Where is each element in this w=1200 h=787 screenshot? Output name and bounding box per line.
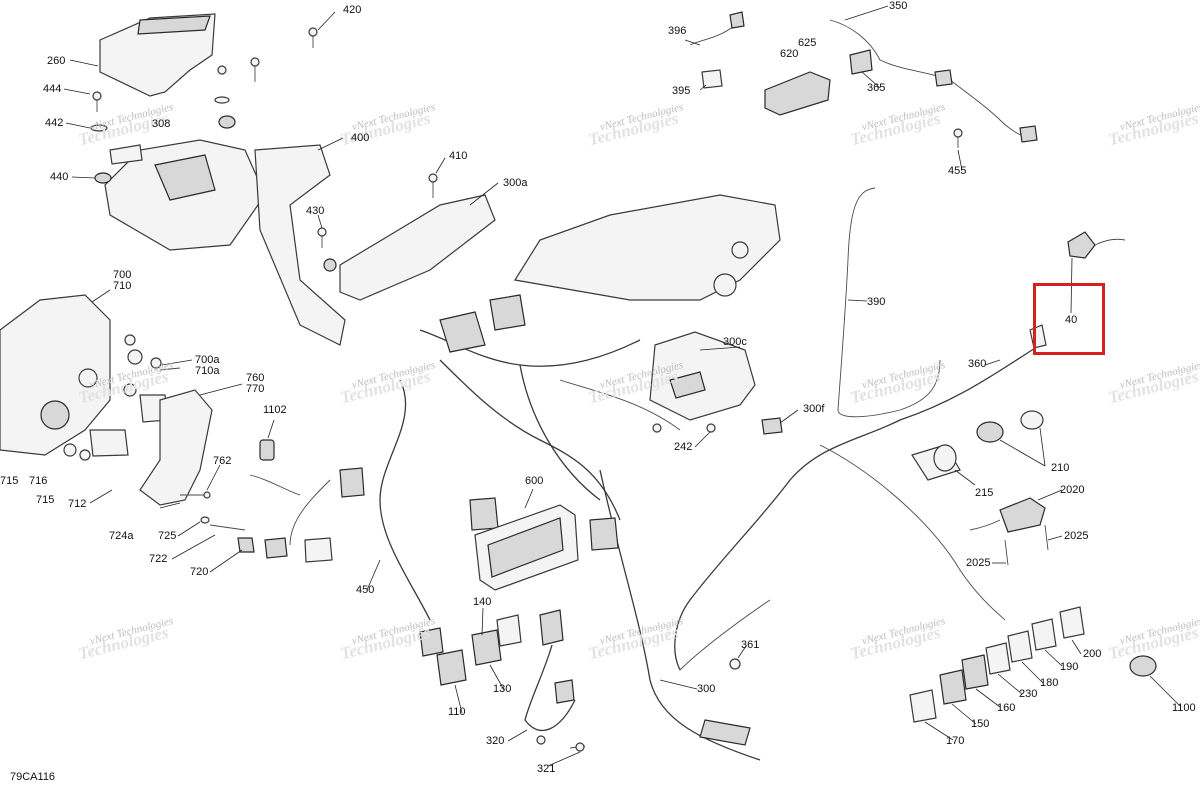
callout-365[interactable]: 365: [867, 82, 886, 94]
callout-400[interactable]: 400: [351, 132, 370, 144]
switch-2020-part: [969, 497, 1049, 566]
callout-300c[interactable]: 300c: [723, 336, 747, 348]
figure-code: 79CA116: [10, 771, 56, 783]
callout-725[interactable]: 725: [158, 530, 177, 542]
cover-300a-part: [339, 194, 496, 301]
callout-620[interactable]: 620: [780, 48, 799, 60]
callout-300f[interactable]: 300f: [803, 403, 825, 415]
callout-710[interactable]: 710: [113, 280, 132, 292]
callout-110[interactable]: 110: [448, 706, 466, 718]
callout-230[interactable]: 230: [1019, 688, 1038, 700]
callout-444[interactable]: 444: [43, 83, 62, 95]
callout-260[interactable]: 260: [47, 55, 66, 67]
callout-308[interactable]: 308: [152, 118, 171, 130]
callout-300a[interactable]: 300a: [503, 177, 528, 189]
callout-130[interactable]: 130: [493, 683, 512, 695]
module-300c-part: [649, 331, 783, 435]
cable-390-part: [837, 187, 941, 418]
sleeve-215-part: [911, 444, 961, 481]
callout-700a[interactable]: 700a: [195, 354, 220, 366]
callout-150[interactable]: 150: [971, 718, 990, 730]
callout-321[interactable]: 321: [537, 763, 556, 775]
harness-350-part: [829, 19, 1038, 148]
callout-350[interactable]: 350: [889, 0, 908, 12]
callout-180[interactable]: 180: [1040, 677, 1059, 689]
callout-2025-left[interactable]: 2025: [966, 557, 991, 569]
callout-722[interactable]: 722: [149, 553, 168, 565]
callout-2020[interactable]: 2020: [1060, 484, 1085, 496]
callout-300[interactable]: 300: [697, 683, 716, 695]
callout-190[interactable]: 190: [1060, 661, 1079, 673]
callout-320[interactable]: 320: [486, 735, 505, 747]
callout-395[interactable]: 395: [672, 85, 691, 97]
callout-715-bottom[interactable]: 715: [36, 494, 55, 506]
callout-720[interactable]: 720: [190, 566, 209, 578]
callout-361[interactable]: 361: [741, 639, 760, 651]
callout-712[interactable]: 712: [68, 498, 87, 510]
callout-200[interactable]: 200: [1083, 648, 1102, 660]
harness-320-part: [524, 609, 586, 752]
harness-396-part: [689, 11, 745, 89]
callout-160[interactable]: 160: [997, 702, 1016, 714]
callout-770[interactable]: 770: [246, 383, 265, 395]
callout-1100[interactable]: 1100: [1172, 702, 1196, 714]
grommet-361-part: [729, 658, 741, 670]
connector-1102-part: [249, 439, 301, 496]
callout-625[interactable]: 625: [798, 37, 817, 49]
springs-bolts: [180, 491, 255, 553]
fasteners-top-left: [90, 27, 438, 272]
callout-440[interactable]: 440: [50, 171, 69, 183]
callout-1102[interactable]: 1102: [263, 404, 287, 416]
callout-442[interactable]: 442: [45, 117, 64, 129]
callout-700[interactable]: 700: [113, 269, 132, 281]
callout-410[interactable]: 410: [449, 150, 468, 162]
callout-170[interactable]: 170: [946, 735, 965, 747]
callout-40[interactable]: 40: [1065, 314, 1078, 326]
leader-lines: [63, 5, 1181, 767]
switch-bank-part: [909, 606, 1157, 723]
cable-360-part: [674, 344, 1041, 671]
callout-210[interactable]: 210: [1051, 462, 1070, 474]
module-620-part: [764, 71, 831, 116]
callout-760[interactable]: 760: [246, 372, 265, 384]
callout-420[interactable]: 420: [343, 4, 362, 16]
callout-762[interactable]: 762: [213, 455, 232, 467]
callout-710a[interactable]: 710a: [195, 365, 220, 377]
main-harness-part: [264, 194, 781, 761]
callout-140[interactable]: 140: [473, 596, 492, 608]
switches-210-part: [976, 410, 1044, 443]
callout-716[interactable]: 716: [29, 475, 48, 487]
callout-724a[interactable]: 724a: [109, 530, 134, 542]
highlight-box-40[interactable]: [1033, 283, 1105, 355]
callout-715-top[interactable]: 715: [0, 475, 19, 487]
callout-430[interactable]: 430: [306, 205, 325, 217]
callout-455[interactable]: 455: [948, 165, 967, 177]
engine-cover-part: [99, 13, 346, 346]
display-600-part: [474, 504, 579, 591]
callout-396[interactable]: 396: [668, 25, 687, 37]
callout-360[interactable]: 360: [968, 358, 987, 370]
callout-450[interactable]: 450: [356, 584, 375, 596]
callout-600[interactable]: 600: [525, 475, 544, 487]
callout-2025-right[interactable]: 2025: [1064, 530, 1089, 542]
callout-215[interactable]: 215: [975, 487, 994, 499]
callout-242[interactable]: 242: [674, 441, 693, 453]
switches-left-part: [419, 614, 522, 686]
callout-390[interactable]: 390: [867, 296, 886, 308]
bracket-760-part: [139, 389, 213, 506]
